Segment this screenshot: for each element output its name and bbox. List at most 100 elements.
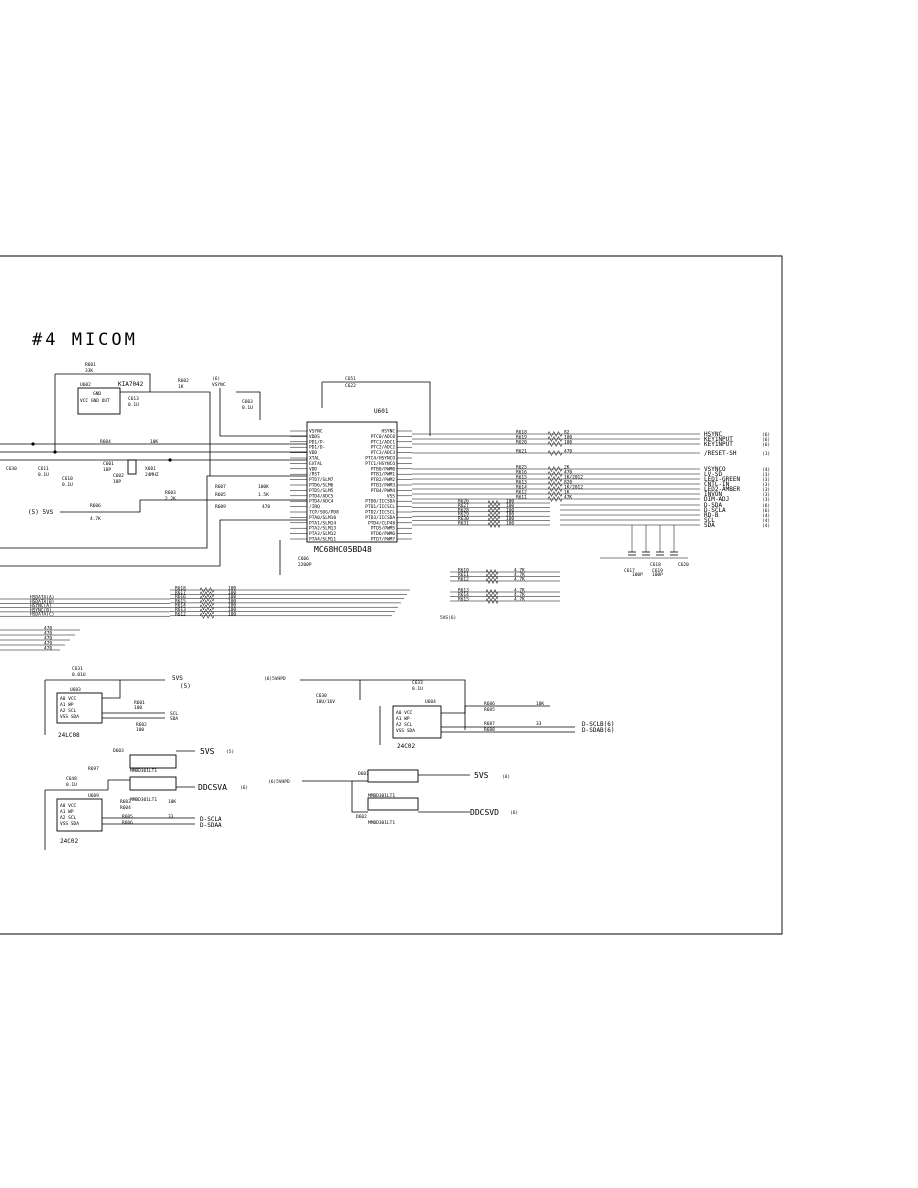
output-res-ref: R621 xyxy=(516,449,527,455)
resistor-symbol xyxy=(487,504,501,511)
output-net-page: (6) xyxy=(762,437,770,443)
mcu-left-pin-label: PTD7/SLM7 xyxy=(309,477,334,483)
output-net-name: KEY1NPUT xyxy=(704,441,733,448)
diodes-net2-page: (6) xyxy=(510,810,518,816)
u603-r2-ref: R602 xyxy=(136,722,147,728)
d601-part: MMBD301LT1 xyxy=(368,793,395,799)
u604-rb2: R688 xyxy=(484,727,495,733)
output-res-ref: R615 xyxy=(516,475,527,481)
regulator-ref: U602 xyxy=(80,382,91,388)
output-net-name: D-SCLA xyxy=(704,507,726,514)
mid-res-ref: R629 xyxy=(458,512,469,518)
resistor-symbol xyxy=(487,508,501,515)
u603-sda: SDA xyxy=(170,716,178,722)
output-res-val: 47K xyxy=(564,495,572,501)
bus-res-val: 100 xyxy=(228,594,236,600)
output-res-ref: R620 xyxy=(516,440,527,446)
output-net-name: INVON xyxy=(704,491,722,498)
resistor-symbol xyxy=(487,521,501,529)
u603-r1-val: 100 xyxy=(134,705,142,711)
diodes-net1-page: (6) xyxy=(502,774,510,780)
pullup-ref: R615 xyxy=(458,597,469,603)
output-net-name: /RESET-SH xyxy=(704,450,737,457)
resistor-symbol xyxy=(485,593,499,600)
pullup-ref: R610 xyxy=(458,568,469,574)
resistor-symbol xyxy=(199,608,215,615)
d603-ref: D603 xyxy=(113,748,124,754)
mcu-left-pin-label: PD1/P- xyxy=(309,439,325,445)
mcu-right-pin-label: PTC2/ADC2 xyxy=(371,445,396,451)
bus-res-val: 100 xyxy=(228,586,236,592)
r609-ref: R609 xyxy=(215,504,226,510)
left-res-val: 470 xyxy=(44,631,52,637)
mcu-left-pin-label: PTD4/ADC4 xyxy=(309,499,334,505)
output-res-val: 82 xyxy=(564,430,570,436)
mcu-left-pin-label: VDDS xyxy=(309,434,320,440)
mcu-left-pin-label: PTD6/SLM6 xyxy=(309,483,334,489)
mcu-left-pin-label: VDD xyxy=(309,450,317,456)
output-net-page: (1) xyxy=(762,451,770,457)
u603-pins-2: A1 WP xyxy=(60,702,74,708)
resistor-symbol xyxy=(199,604,215,611)
u604-pins-1: A0 VCC xyxy=(396,710,413,716)
mcu-left-pin-label: /IRQ xyxy=(309,504,320,510)
pullup-val: 4.7K xyxy=(514,568,525,574)
u609-net2-page: (6) xyxy=(240,785,248,791)
u603-pins-1: A0 VCC xyxy=(60,696,77,702)
bus-signal: HSDATA(B) xyxy=(30,599,54,605)
mid-res-val: 100 xyxy=(506,521,514,527)
eeprom-u603: U603 24LC08 A0 VCC A1 WP A2 SCL VSS SDA … xyxy=(44,666,191,739)
resistor-symbol xyxy=(547,440,563,448)
r606-ref: R606 xyxy=(90,503,101,509)
c601-val: 18P xyxy=(103,467,111,473)
mcu-right-pin-label: VSS xyxy=(387,493,395,499)
u609-ra1: R603 xyxy=(120,799,131,805)
d604-part: MMBD301LT1 xyxy=(130,797,157,803)
r601-val: 33K xyxy=(85,368,93,374)
output-net-page: (3) xyxy=(762,482,770,488)
bus-res-ref: R615 xyxy=(175,598,186,604)
resistor-symbol xyxy=(485,597,499,605)
u609-pins-1: A0 VCC xyxy=(60,803,77,809)
u604-pins-2: A1 WP xyxy=(396,716,410,722)
r601-ref: R601 xyxy=(85,362,96,368)
mcu-right-pin-label: PTD4/CLP48 xyxy=(368,520,395,526)
mcu-right-pin-label: PTB1/PWM1 xyxy=(371,472,396,478)
resistor-symbol xyxy=(199,586,215,594)
u609-out1: D-SCLA xyxy=(200,816,222,823)
u604-ra1: R686 xyxy=(484,701,495,707)
bottom-cap-ref: C617 xyxy=(624,568,635,574)
pullup-val: 4.7K xyxy=(514,597,525,603)
resistor-symbol xyxy=(199,612,215,619)
u603-net: 5VS xyxy=(172,675,183,682)
mcu-left-pin-label: PTA4/SLM11 xyxy=(309,537,336,543)
output-res-ref: R618 xyxy=(516,430,527,436)
bus-res-val: 100 xyxy=(228,603,236,609)
u609-rval: 10K xyxy=(168,799,176,805)
resistor-symbol xyxy=(547,465,563,473)
resistor-symbol xyxy=(487,513,501,520)
resistor-symbol xyxy=(487,499,501,507)
mcu-left-pin-label: VDD xyxy=(309,466,317,472)
mid-res-val: 100 xyxy=(506,512,514,518)
u604-pins-4: VSS SDA xyxy=(396,728,415,734)
u604-rbval: 33 xyxy=(536,721,542,727)
u609-net1: 5VS xyxy=(200,747,215,756)
diodes-net2: DDCSVD xyxy=(470,808,499,817)
c602-ref: C602 xyxy=(113,473,124,479)
resistor-symbol xyxy=(485,573,499,580)
r604-val: 10K xyxy=(150,439,158,445)
resistor-symbol xyxy=(547,490,563,498)
bus-res-val: 100 xyxy=(228,607,236,613)
x601-ref: X601 xyxy=(145,466,156,472)
diodes-d601-d602: (6)5VHPD D601 MMBD301LT1 D602 MMBD301LT1… xyxy=(268,769,518,826)
c630-ref: C630 xyxy=(6,466,17,472)
c648-ref: C648 xyxy=(66,776,77,782)
output-net-page: (3) xyxy=(762,497,770,503)
bus-res-ref: R618 xyxy=(175,586,186,592)
mcu-right-pin-label: PTD6/PWM6 xyxy=(371,531,396,537)
output-net-name: HSYNC xyxy=(704,431,722,438)
